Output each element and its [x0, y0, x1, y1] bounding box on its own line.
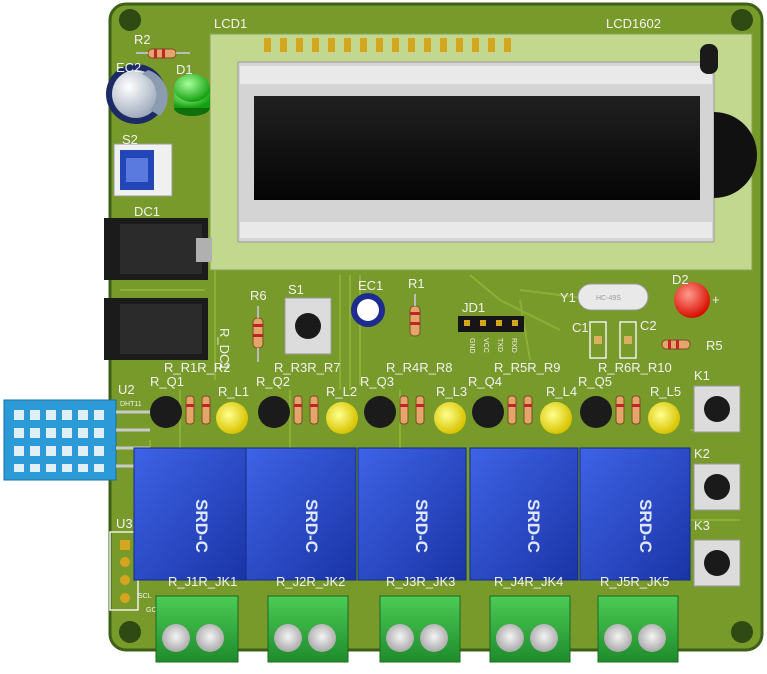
label-r6: R6 [250, 288, 267, 303]
electrolytic-cap-ec2 [106, 64, 168, 124]
channel-3: R_R4R_R8 R_Q3 R_L3 SRD-C R_J3R_JK3 [357, 360, 467, 663]
label-ec2: EC2 [116, 60, 141, 75]
channel-5-relay-label: SRD-C [636, 499, 655, 553]
electrolytic-cap-ec1 [351, 293, 385, 327]
led-d1-green [174, 74, 210, 116]
label-r2: R2 [134, 32, 151, 47]
channel-2-top-label: R_R3R_R7 [274, 360, 340, 375]
capacitor-c1 [589, 321, 607, 359]
label-ec1: EC1 [358, 278, 383, 293]
channel-3-l-label: R_L3 [436, 384, 467, 399]
button-k3 [693, 539, 741, 587]
label-k3: K3 [694, 518, 710, 533]
dc-jack-rdc1 [104, 298, 208, 360]
channel-4-l-label: R_L4 [546, 384, 577, 399]
channel-4-top-label: R_R5R_R9 [494, 360, 560, 375]
channel-2-relay-label: SRD-C [302, 499, 321, 553]
channel-3-bottom-label: R_J3R_JK3 [386, 574, 455, 589]
lcd-part-label: LCD1602 [606, 16, 661, 31]
sensor-u2-dht [3, 399, 150, 481]
jd1-pin-txd: TXD [496, 338, 503, 352]
header-jd1 [458, 316, 524, 332]
channel-5-top-label: R_R6R_R10 [598, 360, 672, 375]
u3-pin-label: SCL [138, 593, 152, 600]
u2-pin-label: DHT11 [120, 401, 142, 408]
label-r1: R1 [408, 276, 425, 291]
channel-1-top-label: R_R1R_R2 [164, 360, 230, 375]
channel-4-bottom-label: R_J4R_JK4 [494, 574, 563, 589]
channel-1-q-label: R_Q1 [150, 374, 184, 389]
channel-5-q-label: R_Q5 [578, 374, 612, 389]
channel-2-q-label: R_Q2 [256, 374, 290, 389]
label-s1: S1 [288, 282, 304, 297]
channel-5: R_R6R_R10 R_Q5 R_L5 SRD-C R_J5R_JK5 [578, 360, 691, 663]
resistor-r2 [136, 48, 190, 59]
led-d2-red [674, 282, 710, 318]
channel-2-l-label: R_L2 [326, 384, 357, 399]
channel-1-bottom-label: R_J1R_JK1 [168, 574, 237, 589]
label-dc1: DC1 [134, 204, 160, 219]
label-u2: U2 [118, 382, 135, 397]
label-c2: C2 [640, 318, 657, 333]
button-k1 [693, 385, 741, 433]
label-k1: K1 [694, 368, 710, 383]
switch-s2 [113, 143, 173, 197]
label-y1: Y1 [560, 290, 576, 305]
channel-2: R_R3R_R7 R_Q2 R_L2 SRD-C R_J2R_JK2 [245, 360, 358, 663]
crystal-y1 [577, 283, 649, 311]
channel-2-bottom-label: R_J2R_JK2 [276, 574, 345, 589]
channel-1-relay-label: SRD-C [192, 499, 211, 553]
channel-4: R_R5R_R9 R_Q4 R_L4 SRD-C R_J4R_JK4 [468, 360, 579, 663]
label-jd1: JD1 [462, 300, 485, 315]
dc-jack-dc1 [104, 218, 212, 280]
resistor-r6 [252, 306, 264, 362]
tact-switch-s1 [284, 297, 332, 355]
label-r5: R5 [706, 338, 723, 353]
channel-1: R_R1R_R2 R_Q1 R_L1 SRD-C R_J1R_JK1 [133, 360, 249, 663]
channel-4-relay-label: SRD-C [524, 499, 543, 553]
lcd-designator: LCD1 [214, 16, 247, 31]
label-k2: K2 [694, 446, 710, 461]
resistor-r5 [661, 339, 691, 350]
u3-bottom-label: GCC [146, 607, 162, 614]
channel-4-q-label: R_Q4 [468, 374, 502, 389]
channel-5-bottom-label: R_J5R_JK5 [600, 574, 669, 589]
channel-3-top-label: R_R4R_R8 [386, 360, 452, 375]
capacitor-c2 [619, 321, 637, 359]
jd1-pin-vcc: VCC [482, 338, 489, 353]
jd1-pin-rxd: RXD [510, 338, 517, 353]
channel-3-q-label: R_Q3 [360, 374, 394, 389]
label-d2: D2 [672, 272, 689, 287]
button-k2 [693, 463, 741, 511]
label-s2: S2 [122, 132, 138, 147]
header-u3 [109, 531, 139, 611]
channel-3-relay-label: SRD-C [412, 499, 431, 553]
label-u3: U3 [116, 516, 133, 531]
label-rdc1: R_DC1 [217, 328, 232, 371]
label-c1: C1 [572, 320, 589, 335]
resistor-r1 [409, 294, 421, 337]
label-d1: D1 [176, 62, 193, 77]
channel-1-l-label: R_L1 [218, 384, 249, 399]
crystal-text: HC-49S [596, 295, 621, 302]
jd1-pin-gnd: GND [468, 338, 475, 354]
mounting-holes [119, 9, 753, 643]
channel-5-l-label: R_L5 [650, 384, 681, 399]
label-plus: + [712, 292, 720, 307]
lcd-header-pins [264, 38, 511, 52]
lcd-module [209, 33, 757, 271]
